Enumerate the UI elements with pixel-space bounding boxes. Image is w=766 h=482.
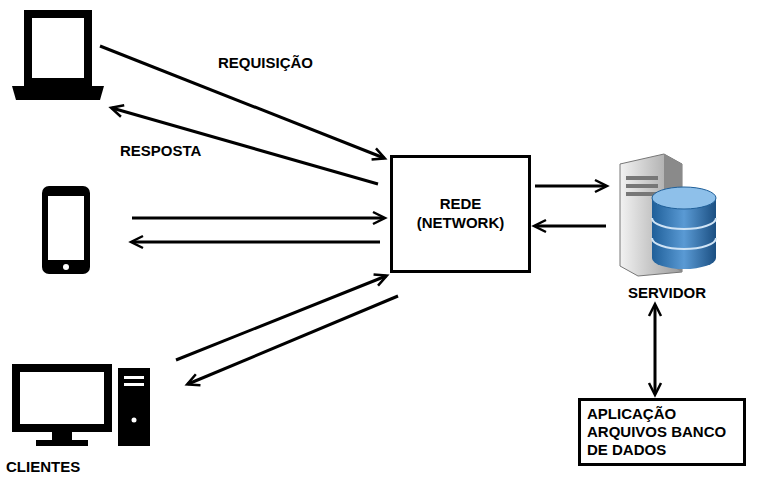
node-text: APLICAÇÃO ARQUIVOS BANCO DE DADOS xyxy=(587,405,737,459)
desktop-icon xyxy=(16,368,150,446)
connector-arrow xyxy=(535,185,606,188)
resource-box: APLICAÇÃO ARQUIVOS BANCO DE DADOS xyxy=(578,398,746,466)
clients-label: CLIENTES xyxy=(4,458,82,475)
node-text: SERVIDOR xyxy=(612,284,722,301)
server-node: SERVIDOR xyxy=(612,150,722,301)
phone-icon xyxy=(42,186,90,274)
network-box: REDE (NETWORK) xyxy=(390,155,531,273)
response-label: RESPOSTA xyxy=(118,142,203,159)
connector-arrow xyxy=(535,225,606,228)
laptop-icon xyxy=(12,14,104,100)
node-text: REDE (NETWORK) xyxy=(411,195,511,233)
request-label: REQUISIÇÃO xyxy=(216,54,315,71)
server-icon xyxy=(612,150,722,278)
client-arrows xyxy=(100,46,398,384)
connector-arrow xyxy=(654,305,657,394)
